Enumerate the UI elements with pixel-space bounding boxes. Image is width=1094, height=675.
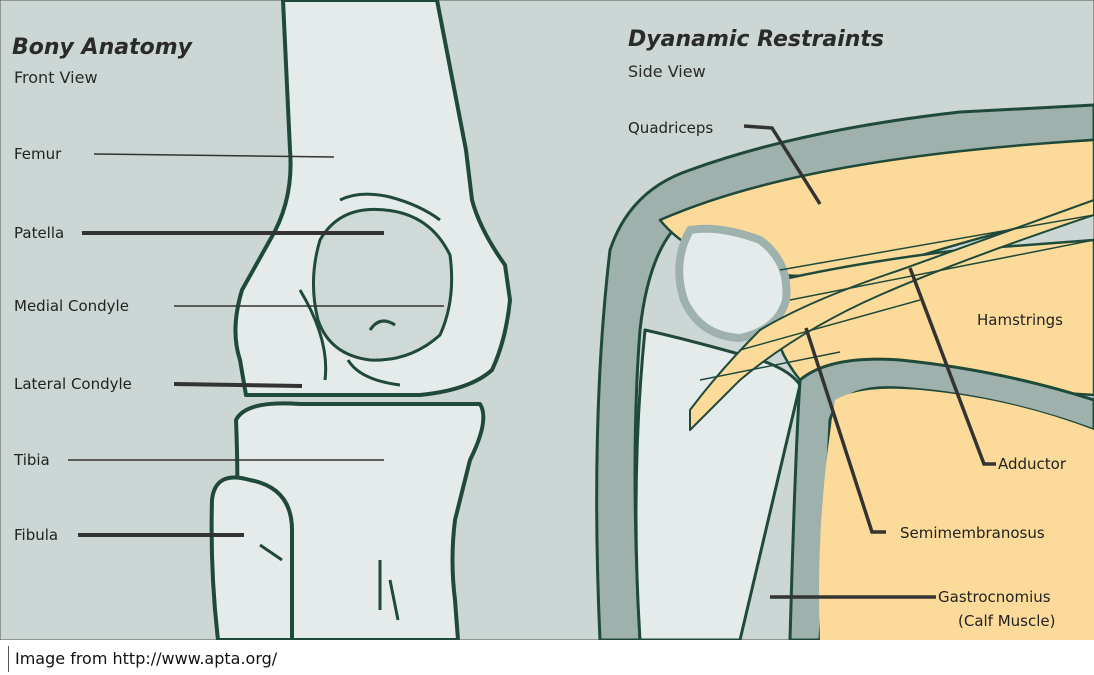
image-caption: Image from http://www.apta.org/ <box>8 646 277 672</box>
knee-anatomy-figure: Bony Anatomy Front View Femur Patella Me… <box>0 0 1094 640</box>
gastrocnemius-label: Gastrocnomius <box>938 588 1051 606</box>
femur-label: Femur <box>14 145 62 163</box>
quadriceps-label: Quadriceps <box>628 119 713 137</box>
left-subtitle: Front View <box>14 68 98 87</box>
semimembranosus-label: Semimembranosus <box>900 524 1045 542</box>
femoral-condyle-side <box>679 229 786 338</box>
right-title: Dyanamic Restraints <box>628 27 884 52</box>
medial-condyle-label: Medial Condyle <box>14 297 129 315</box>
left-title: Bony Anatomy <box>12 35 194 60</box>
tibia-label: Tibia <box>13 451 50 469</box>
right-subtitle: Side View <box>628 62 706 81</box>
lateral-condyle-label: Lateral Condyle <box>14 375 132 393</box>
adductor-label: Adductor <box>998 455 1067 473</box>
calf-muscle-label: (Calf Muscle) <box>958 612 1056 630</box>
side-view-drawing <box>597 105 1094 640</box>
hamstrings-label: Hamstrings <box>977 311 1063 329</box>
fibula-label: Fibula <box>14 526 58 544</box>
lateral-condyle-leader <box>174 384 302 386</box>
patella-label: Patella <box>14 224 64 242</box>
